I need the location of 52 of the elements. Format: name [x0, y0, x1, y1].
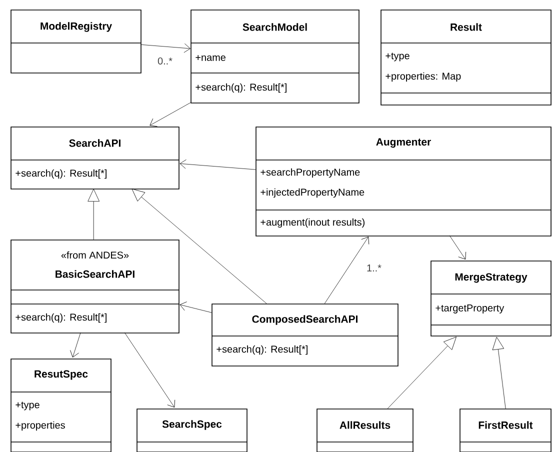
class-name: ResutSpec [34, 370, 88, 380]
class-box [190, 10, 360, 104]
stereotype-text: «from ANDES» [61, 251, 129, 259]
method-text: +search(q): Result[*] [16, 313, 106, 323]
method-text: +search(q): Result[*] [196, 83, 286, 93]
multiplicity-label: 1..* [367, 264, 382, 272]
attribute-text: +injectedPropertyName [260, 188, 364, 198]
class-box [136, 408, 248, 452]
class-name: ComposedSearchAPI [252, 315, 358, 325]
class-box [256, 126, 552, 236]
class-box [10, 240, 180, 334]
class-box [212, 304, 398, 366]
attribute-text: +type [386, 52, 410, 62]
association-arrow [124, 332, 176, 408]
class-box [10, 126, 180, 190]
generalization-arrow [387, 336, 456, 409]
class-name: Augmenter [376, 138, 431, 148]
class-name: SearchModel [242, 23, 307, 31]
class-box [10, 10, 142, 74]
class-box [10, 358, 112, 452]
class-name: SearchSpec [162, 420, 222, 430]
attribute-text: +properties [16, 421, 65, 431]
generalization-arrow [492, 336, 506, 409]
method-text: +search(q): Result[*] [216, 345, 308, 355]
attribute-text: +targetProperty [436, 304, 504, 314]
association-arrow [140, 43, 190, 53]
association-arrow [180, 159, 256, 170]
attribute-text: +name [196, 55, 226, 61]
class-name: BasicSearchAPI [56, 270, 134, 278]
attribute-text: +type [16, 402, 40, 410]
class-name: SearchAPI [69, 139, 120, 147]
class-name: ModelRegistry [40, 22, 112, 32]
class-name: AllResults [340, 421, 390, 429]
class-name: MergeStrategy [455, 273, 528, 283]
attribute-text: +properties: Map [386, 72, 461, 82]
attribute-text: +searchPropertyName [260, 168, 360, 178]
class-name: FirstResult [478, 421, 533, 429]
method-text: +search(q): Result[*] [16, 169, 106, 179]
generalization-arrow [88, 188, 100, 240]
method-text: +augment(inout results) [260, 218, 364, 228]
class-box [380, 10, 552, 106]
multiplicity-label: 0..* [158, 57, 172, 65]
association-arrow [180, 302, 212, 313]
class-box [430, 260, 552, 336]
association-arrow [150, 102, 191, 127]
class-name: Result [450, 23, 482, 31]
generalization-arrow [132, 188, 267, 304]
class-box [316, 408, 414, 452]
association-arrow [449, 235, 466, 260]
association-arrow [70, 332, 81, 358]
association-arrow [324, 236, 370, 304]
class-box [460, 408, 552, 452]
